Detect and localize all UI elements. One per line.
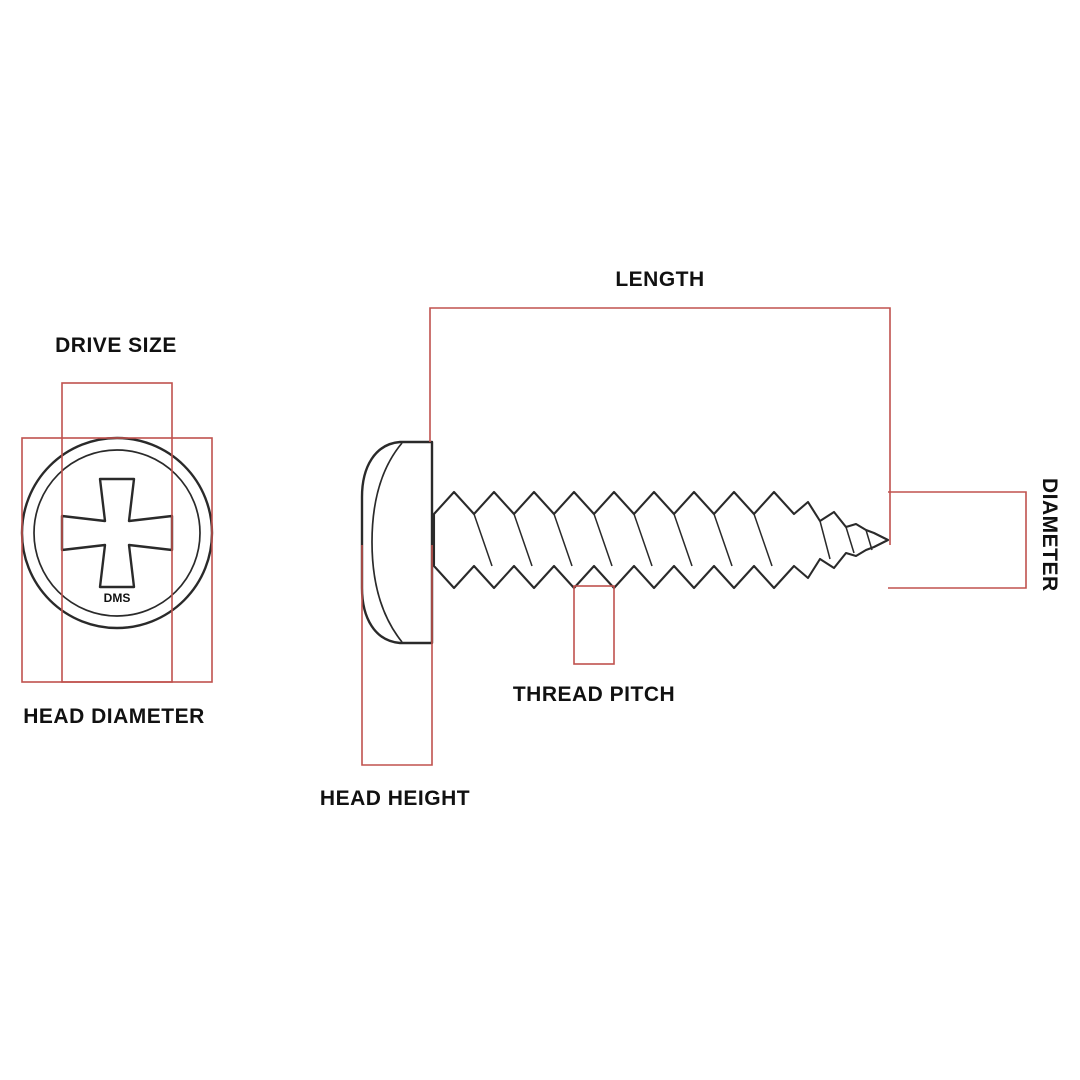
head-height-dimension-box <box>361 545 433 766</box>
drive-size-label: DRIVE SIZE <box>55 334 177 357</box>
head-height-label: HEAD HEIGHT <box>319 787 471 810</box>
thread-pitch-dimension-box <box>573 585 615 665</box>
screw-front-view: DMS <box>20 436 214 630</box>
head-diameter-label: HEAD DIAMETER <box>23 705 205 728</box>
screw-side-view <box>360 440 890 645</box>
length-label: LENGTH <box>615 268 705 291</box>
head-inner-circle <box>33 449 201 617</box>
diameter-dimension-box <box>888 491 1027 589</box>
head-diameter-dimension-box <box>21 437 213 683</box>
diameter-label: DIAMETER <box>1038 478 1061 592</box>
brand-text: DMS <box>104 591 131 605</box>
dimension-boxes <box>21 307 1027 766</box>
pan-head-dome-contour <box>371 442 403 643</box>
threaded-shank <box>432 490 890 590</box>
thread-pitch-label: THREAD PITCH <box>512 683 676 706</box>
length-dimension-box <box>429 307 891 545</box>
thread-flank-lines <box>473 513 873 567</box>
